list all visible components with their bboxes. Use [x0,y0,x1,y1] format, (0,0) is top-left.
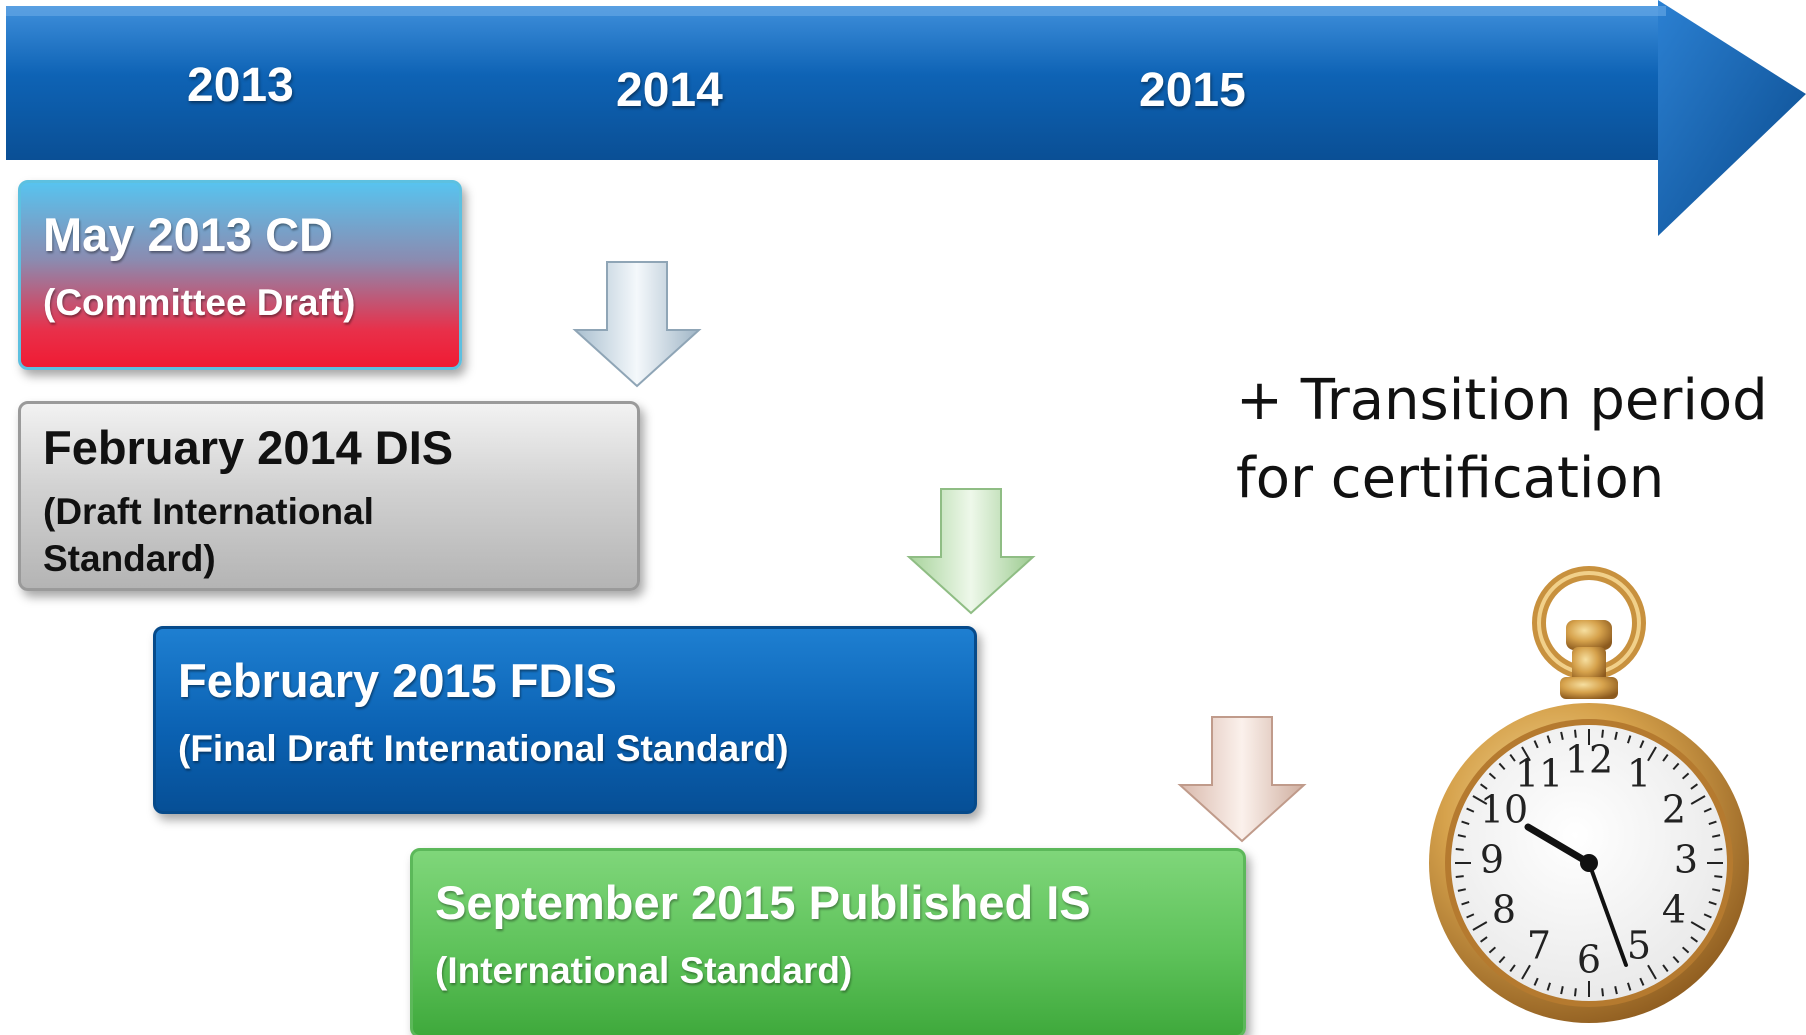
stage-subtitle: (Draft International Standard) [43,491,374,579]
watch-tick [1573,988,1577,997]
watch-tick [1480,783,1488,790]
watch-tick [1521,746,1531,762]
down-arrow-icon [906,488,1036,615]
watch-tick [1488,946,1497,954]
watch-tick [1703,807,1712,813]
svg-text:11: 11 [1515,752,1563,796]
watch-tick [1626,735,1632,744]
watch-tick [1708,900,1717,906]
watch-tick [1498,955,1506,964]
stage-box-final-draft-international-standard: February 2015 FDIS (Final Draft Internat… [153,626,977,814]
watch-tick [1546,735,1552,744]
watch-tick [1455,847,1464,851]
watch-tick [1466,913,1475,919]
watch-tick [1573,729,1577,738]
watch-tick [1533,740,1539,749]
watch-tick [1601,988,1605,997]
stage-title: February 2014 DIS [43,421,454,474]
pocket-watch-icon: 12 1 2 3 4 5 6 7 8 9 10 11 [1429,566,1749,1023]
svg-text:5: 5 [1627,924,1651,968]
watch-tick [1690,783,1698,790]
svg-text:8: 8 [1492,888,1516,932]
watch-tick [1662,964,1669,972]
watch-tick [1466,807,1475,813]
watch-tick [1472,921,1488,931]
watch-tick [1712,834,1721,838]
stage-box-draft-international-standard: February 2014 DIS (Draft International S… [18,401,640,591]
stage-title: September 2015 Published IS [435,876,1091,929]
watch-tick [1714,847,1723,851]
watch-tick [1714,875,1723,879]
watch-tick [1708,820,1717,826]
stage-subtitle: (Final Draft International Standard) [178,728,789,769]
watch-tick [1690,936,1698,943]
watch-tick [1498,762,1506,771]
watch-tick [1509,964,1516,972]
watch-tick [1690,795,1706,805]
watch-tick [1614,731,1618,740]
watch-tick [1601,729,1605,738]
svg-text:10: 10 [1480,788,1528,832]
watch-tick [1639,740,1645,749]
watch-tick [1626,982,1632,991]
year-label: 2015 [1139,64,1246,117]
svg-text:7: 7 [1527,924,1551,968]
stage-box-committee-draft: May 2013 CD (Committee Draft) [18,180,462,370]
watch-tick [1647,964,1657,980]
svg-text:12: 12 [1565,738,1613,782]
watch-tick [1488,772,1497,780]
watch-tick [1509,754,1516,762]
watch-tick [1457,834,1466,838]
watch-tick [1614,986,1618,995]
watch-tick [1521,964,1531,980]
watch-tick [1672,762,1680,771]
note-line: + Transition period [1236,368,1768,433]
watch-tick [1533,977,1539,986]
watch-tick [1690,921,1706,931]
note-line: for certification [1236,446,1665,511]
down-arrow-icon [1177,716,1307,843]
watch-tick [1681,946,1690,954]
stage-subtitle: (International Standard) [435,950,853,991]
svg-text:9: 9 [1480,838,1504,882]
stage-title: February 2015 FDIS [178,654,617,707]
year-label: 2013 [187,59,294,112]
timeline-arrow [6,0,1806,236]
watch-tick [1672,955,1680,964]
svg-text:6: 6 [1577,938,1601,982]
watch-tick [1457,888,1466,892]
stage-box-international-standard: September 2015 Published IS (Internation… [410,848,1246,1035]
watch-tick [1455,875,1464,879]
watch-tick [1472,795,1488,805]
watch-tick [1546,982,1552,991]
watch-tick [1647,746,1657,762]
watch-tick [1662,754,1669,762]
transition-period-note: + Transition period for certification [1236,362,1768,518]
stage-subtitle: (Committee Draft) [43,282,356,323]
year-label: 2014 [616,64,723,117]
watch-tick [1560,731,1564,740]
watch-tick [1639,977,1645,986]
watch-tick [1681,772,1690,780]
watch-tick [1560,986,1564,995]
stage-title: May 2013 CD [43,208,333,261]
watch-tick [1703,913,1712,919]
svg-text:4: 4 [1662,888,1686,932]
down-arrow-icon [572,261,702,388]
svg-text:2: 2 [1662,788,1686,832]
svg-text:3: 3 [1674,838,1698,882]
watch-tick [1461,820,1470,826]
watch-tick [1712,888,1721,892]
watch-tick [1480,936,1488,943]
svg-text:1: 1 [1627,752,1651,796]
watch-tick [1461,900,1470,906]
